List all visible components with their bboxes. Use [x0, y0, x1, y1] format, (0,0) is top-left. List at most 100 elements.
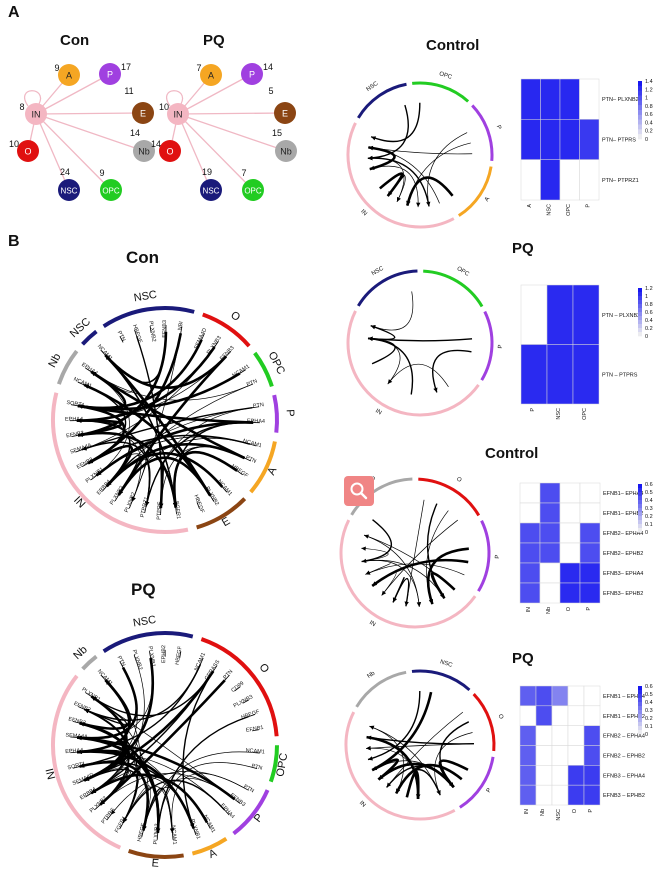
chord-gene-label: ERBB4: [79, 787, 97, 802]
heatmap-col-label: O: [566, 606, 572, 611]
chord-link: [90, 661, 145, 794]
chord-link: [370, 291, 414, 331]
heatmap-cell: [520, 159, 541, 201]
heatmap-legend-tick: 1.2: [645, 286, 653, 292]
chord-group-label: E: [151, 857, 159, 870]
chord-arrowhead: [372, 581, 378, 586]
heatmap-cell: [519, 685, 537, 707]
network-node-nsc: [200, 179, 222, 201]
chord-link: [427, 132, 468, 207]
network-node-count: 9: [54, 63, 59, 73]
chord-link: [392, 578, 410, 607]
chord-arrowhead: [173, 502, 178, 508]
network-node-label: P: [107, 70, 113, 80]
chord-tick: [236, 470, 243, 476]
chord-gene-label: PTN: [116, 655, 127, 668]
heatmap-cell: [519, 765, 537, 786]
heatmap-legend-swatch: [638, 484, 642, 489]
chord-link: [106, 386, 247, 487]
heatmap-cell: [567, 685, 585, 707]
chord-arc-nb: [355, 670, 407, 708]
chord-group-label: O: [455, 476, 462, 484]
chord-link: [145, 422, 254, 507]
chord-gene-label: EPHA4: [65, 417, 83, 423]
heatmap-legend-tick: 0: [645, 137, 648, 143]
chord-gene-label: PLXNB1: [147, 646, 156, 668]
chord-gene-label: PLXNB3: [233, 694, 254, 709]
chord-arrowhead: [169, 828, 175, 833]
network-edge: [35, 73, 111, 115]
chord-arc-p: [477, 520, 491, 592]
chord-arrowhead: [100, 800, 105, 805]
heatmap-legend-tick: 0.4: [645, 700, 653, 706]
chord-link: [122, 785, 152, 831]
chord-tick: [156, 832, 159, 840]
chord-tick: [251, 729, 259, 732]
heatmap-col-label: P: [586, 607, 592, 611]
chord-link: [83, 670, 215, 782]
chord-gene-label: PTN: [222, 669, 234, 681]
heatmap-legend-swatch: [638, 85, 642, 91]
network-node-count: 17: [121, 62, 131, 72]
panel-a-label: A: [8, 4, 20, 21]
network-edge: [35, 113, 145, 152]
chord-link: [381, 519, 458, 596]
chord-gene-label: CD99: [230, 681, 245, 694]
chord-gene-label: NCAM1: [194, 652, 207, 672]
chord-arc-opc: [253, 351, 274, 388]
chord-tick: [196, 502, 200, 509]
chord-group-label: IN: [42, 767, 56, 781]
chord-arrowhead: [428, 599, 434, 605]
network-edge: [35, 112, 144, 115]
chord-link: [426, 503, 446, 599]
chord-tick: [71, 435, 79, 438]
heatmap-row-label: EFNB1– EPHA4: [603, 491, 643, 497]
heatmap-legend-swatch: [638, 492, 642, 497]
title-con-network: Con: [60, 32, 90, 49]
chord-tick: [224, 674, 230, 681]
chord-group-label: OPC: [274, 752, 290, 778]
chord-link: [77, 331, 168, 437]
chord-arrowhead: [416, 202, 421, 208]
heatmap-legend-swatch: [638, 694, 642, 699]
chord-group-label: NSC: [133, 289, 158, 305]
chord-gene-label: PTN: [242, 784, 255, 795]
network-node-count: 7: [241, 168, 246, 178]
network-node-count: 15: [272, 128, 282, 138]
network-node-count: 7: [196, 63, 201, 73]
chord-arc-a: [249, 441, 277, 494]
chord-gene-label: EFNB1: [246, 725, 264, 734]
magnifier-icon: [350, 482, 368, 500]
chord-tick: [72, 721, 80, 724]
heatmap-legend-swatch: [638, 722, 642, 727]
chord-tick: [225, 351, 232, 357]
chord-arrowhead: [76, 418, 82, 423]
zoom-button[interactable]: [344, 476, 374, 506]
heatmap-cell: [583, 725, 601, 746]
heatmap-cell: [579, 78, 600, 120]
heatmap-cell: [540, 78, 561, 120]
chord-arrowhead: [145, 501, 150, 507]
chord-arrowhead: [365, 570, 371, 575]
heatmap-cell: [559, 119, 580, 160]
network-edge: [177, 112, 286, 115]
heatmap-legend-tick: 0.2: [645, 716, 653, 722]
chord-gene-label: HBEGF: [131, 324, 143, 344]
heatmap-row-label: EFNB2 – EPHA4: [603, 734, 645, 740]
chord-link: [83, 383, 212, 497]
chord-tick: [71, 404, 79, 407]
chord-link: [367, 690, 421, 761]
heatmap-legend-swatch: [638, 320, 642, 325]
chord-gene-label: PLXNB2: [124, 492, 137, 514]
chord-tick: [222, 486, 228, 493]
network-edge: [177, 113, 287, 152]
chord-group-label: A: [484, 196, 491, 203]
chord-link: [157, 762, 251, 833]
heatmap-legend-tick: 0.1: [645, 522, 653, 528]
chord-tick: [75, 449, 83, 453]
chord-arc-nsc: [411, 669, 471, 692]
chord-arc-e: [127, 849, 184, 859]
chord-gene-label: HBEGF: [240, 709, 260, 721]
chord-link: [361, 559, 445, 599]
network-node-label: E: [140, 109, 146, 119]
